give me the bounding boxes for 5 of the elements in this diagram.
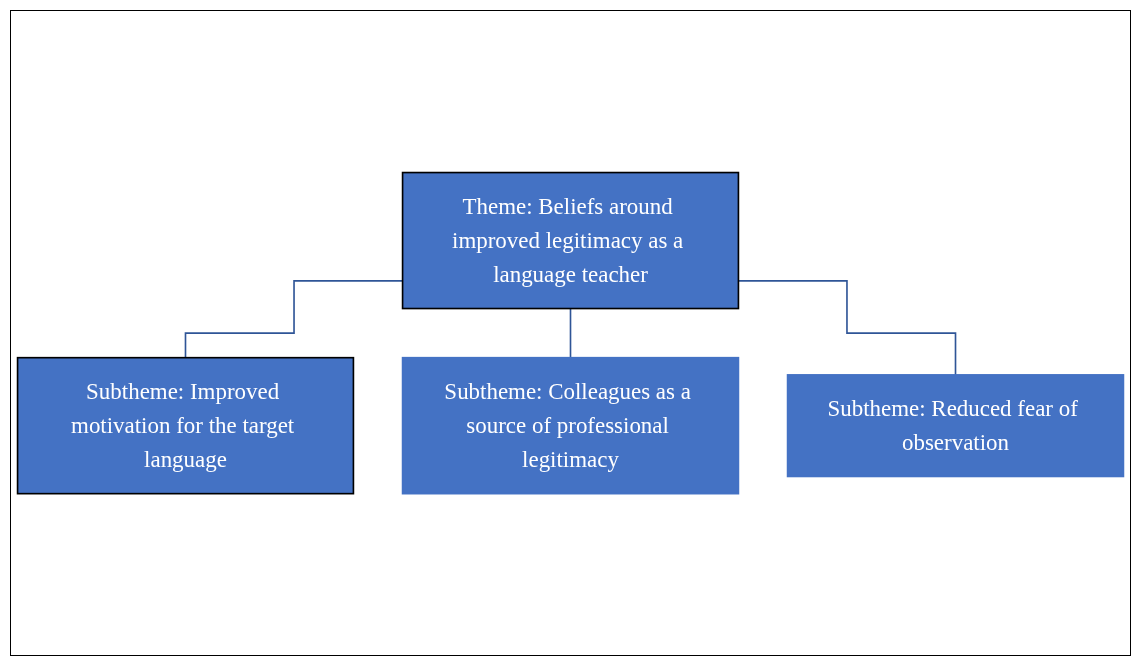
node-box: Subtheme: Reduced fear of observation: [786, 373, 1125, 478]
node-box: Theme: Beliefs around improved legitimacy as a language teacher: [401, 171, 740, 310]
node-box: Subtheme: Improved motivation for the target language: [16, 356, 355, 495]
connector: [569, 307, 572, 359]
node-box: Subtheme: Colleagues as a source of professional legitimacy: [401, 356, 740, 495]
